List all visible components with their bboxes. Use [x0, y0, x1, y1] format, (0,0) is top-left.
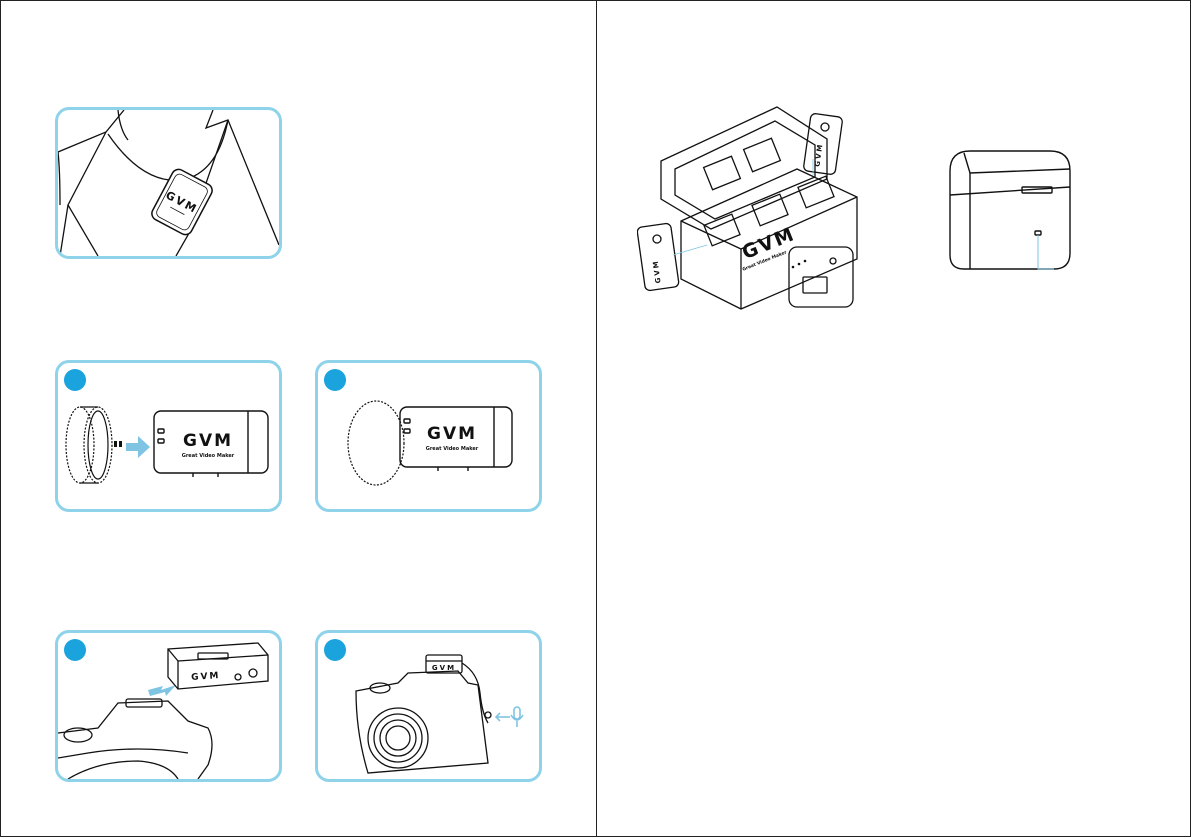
- transmitter-logo: GVM: [183, 431, 233, 451]
- receiver-logo: GVM: [432, 664, 456, 672]
- microphone-icon: [496, 707, 523, 727]
- left-page: GVM G: [0, 0, 597, 837]
- right-page: GVM Great Video Maker GVM GVM: [596, 0, 1191, 837]
- figure-mount-receiver-hotshoe: GVM: [55, 630, 282, 782]
- transmitter-tagline: Great Video Maker: [426, 446, 479, 452]
- figure-attach-windscreen: GVM Great Video Maker: [55, 360, 282, 512]
- transmitter-tagline: Great Video Maker: [182, 453, 235, 459]
- figure-clip-on-shirt: GVM: [55, 107, 282, 259]
- windscreen-attached-illustration: GVM Great Video Maker: [318, 363, 539, 509]
- figure-windscreen-attached: GVM Great Video Maker: [315, 360, 542, 512]
- receiver-logo: GVM: [191, 671, 221, 683]
- charging-case-closed-illustration: [942, 143, 1072, 283]
- figure-connect-camera-mic: GVM: [315, 630, 542, 782]
- attach-windscreen-illustration: GVM Great Video Maker: [58, 363, 279, 509]
- clip-on-shirt-illustration: GVM: [58, 110, 279, 256]
- usb-port-callout: [1038, 235, 1054, 269]
- arrow-right-icon: [126, 436, 150, 458]
- arrow-left-icon: [148, 685, 176, 696]
- transmitter-logo: GVM: [427, 424, 477, 444]
- mount-receiver-illustration: GVM: [58, 633, 279, 779]
- transmitter-logo: GVM: [651, 259, 662, 284]
- camera-illustration: GVM: [318, 633, 539, 779]
- charging-case-open-illustration: GVM Great Video Maker GVM GVM: [637, 99, 897, 329]
